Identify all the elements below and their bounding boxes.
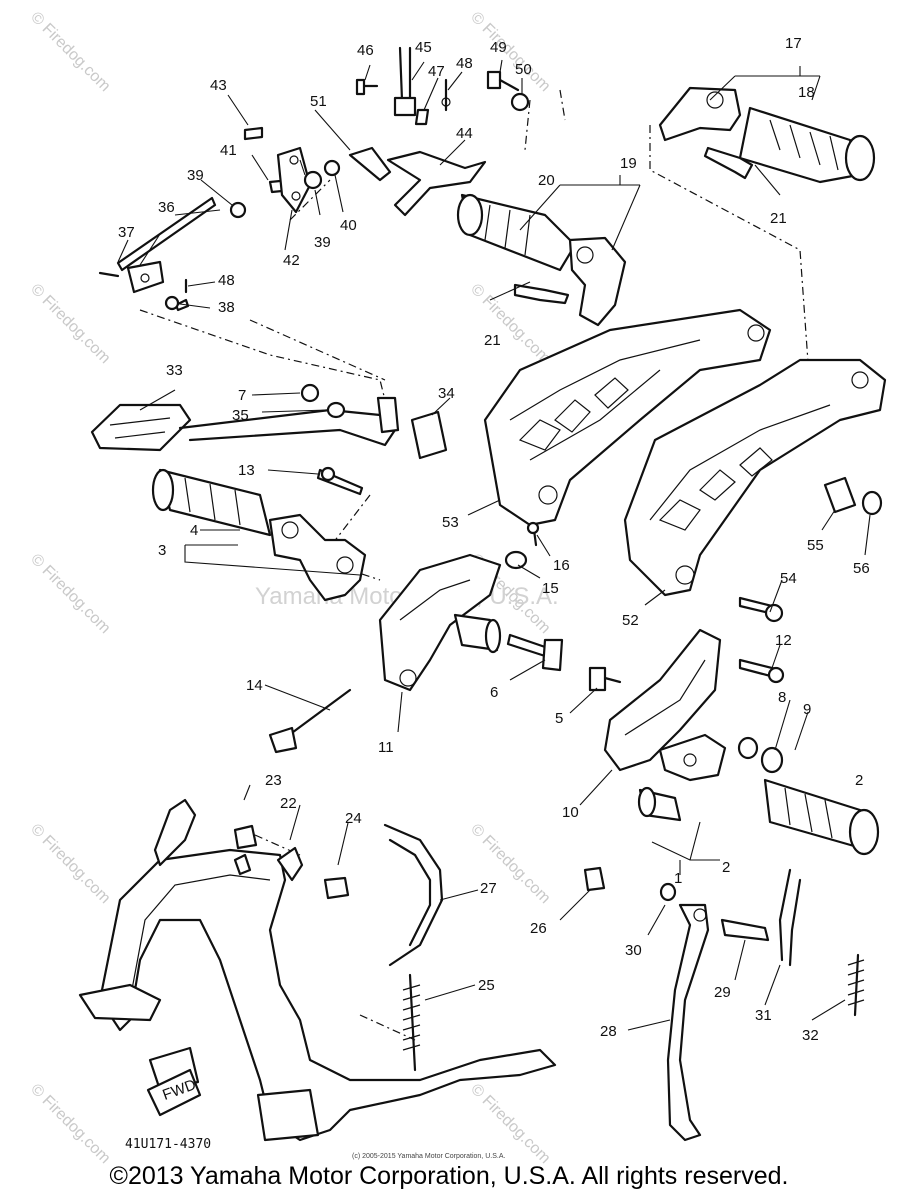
part-label: 16 (553, 557, 570, 574)
front-footpeg-right (588, 628, 880, 856)
watermark: © Firedog.com (27, 821, 113, 907)
footrest-brackets (483, 308, 887, 623)
part-label: 10 (562, 804, 579, 821)
part-label: 54 (780, 570, 797, 587)
part-label: 2 (722, 859, 730, 876)
part-label: 48 (218, 272, 235, 289)
part-label: 20 (538, 172, 555, 189)
part-label: 2 (855, 772, 863, 789)
part-label: 50 (515, 61, 532, 78)
part-label: 39 (187, 167, 204, 184)
brake-rod-assembly (98, 126, 341, 312)
part-label: 1 (674, 870, 682, 887)
part-label: 47 (428, 63, 445, 80)
part-label: 49 (490, 39, 507, 56)
watermark: © Firedog.com (27, 551, 113, 637)
part-label: 11 (378, 739, 394, 756)
part-label: 39 (314, 234, 331, 251)
part-label: 31 (755, 1007, 772, 1024)
part-label: 34 (438, 385, 455, 402)
front-footpeg-left (151, 466, 367, 602)
part-label: 46 (357, 42, 374, 59)
part-label: 12 (775, 632, 792, 649)
rear-footpeg-right (658, 86, 876, 184)
center-stand (78, 798, 557, 1142)
small-copyright: (c) 2005-2015 Yamaha Motor Corporation, … (352, 1153, 505, 1160)
watermark: © Firedog.com (27, 1081, 113, 1167)
rear-footpeg-left (456, 193, 627, 327)
part-label: 25 (478, 977, 495, 994)
diagram-code: 41U171-4370 (125, 1137, 211, 1152)
part-label: 29 (714, 984, 731, 1001)
part-label: 26 (530, 920, 547, 937)
part-label: 14 (246, 677, 263, 694)
brake-pedal (90, 383, 448, 460)
part-label: 13 (238, 462, 255, 479)
part-label: 51 (310, 93, 327, 110)
side-stand (583, 866, 865, 1142)
part-label: 32 (802, 1027, 819, 1044)
part-label: 6 (490, 684, 498, 701)
part-label: 27 (480, 880, 497, 897)
part-label: 52 (622, 612, 639, 629)
part-label: 55 (807, 537, 824, 554)
part-label: 43 (210, 77, 227, 94)
part-label: 36 (158, 199, 175, 216)
part-label: 17 (785, 35, 802, 52)
copyright-notice: ©2013 Yamaha Motor Corporation, U.S.A. A… (109, 1162, 789, 1190)
part-label: 45 (415, 39, 432, 56)
part-label: 18 (798, 84, 815, 101)
part-label: 35 (232, 407, 249, 424)
part-label: 48 (456, 55, 473, 72)
part-label: 22 (280, 795, 297, 812)
watermark: © Firedog.com (27, 9, 113, 95)
part-label: 21 (770, 210, 787, 227)
part-label: 53 (442, 514, 459, 531)
watermark: © Firedog.com (467, 9, 553, 95)
part-label: 37 (118, 224, 135, 241)
part-label: 24 (345, 810, 362, 827)
part-label: 7 (238, 387, 246, 404)
leader-lines (117, 59, 871, 1031)
part-label: 42 (283, 252, 300, 269)
part-labels: 17 18 21 19 20 21 43 41 39 36 37 48 38 4… (118, 35, 870, 1044)
part-label: 4 (190, 522, 198, 539)
part-label: 38 (218, 299, 235, 316)
part-label: 56 (853, 560, 870, 577)
part-label: 28 (600, 1023, 617, 1040)
part-label: 40 (340, 217, 357, 234)
brake-switch-assembly (348, 46, 530, 217)
part-label: 21 (484, 332, 501, 349)
part-label: 33 (166, 362, 183, 379)
part-label: 9 (803, 701, 811, 718)
part-label: 19 (620, 155, 637, 172)
forward-arrow: FWD (146, 1068, 202, 1117)
front-bracket (268, 521, 564, 754)
part-label: 30 (625, 942, 642, 959)
part-label: 5 (555, 710, 563, 727)
part-label: 23 (265, 772, 282, 789)
part-label: 41 (220, 142, 237, 159)
part-label: 15 (542, 580, 559, 597)
watermark: © Firedog.com (27, 281, 113, 367)
part-label: 3 (158, 542, 166, 559)
part-label: 44 (456, 125, 473, 142)
part-label: 8 (778, 689, 786, 706)
